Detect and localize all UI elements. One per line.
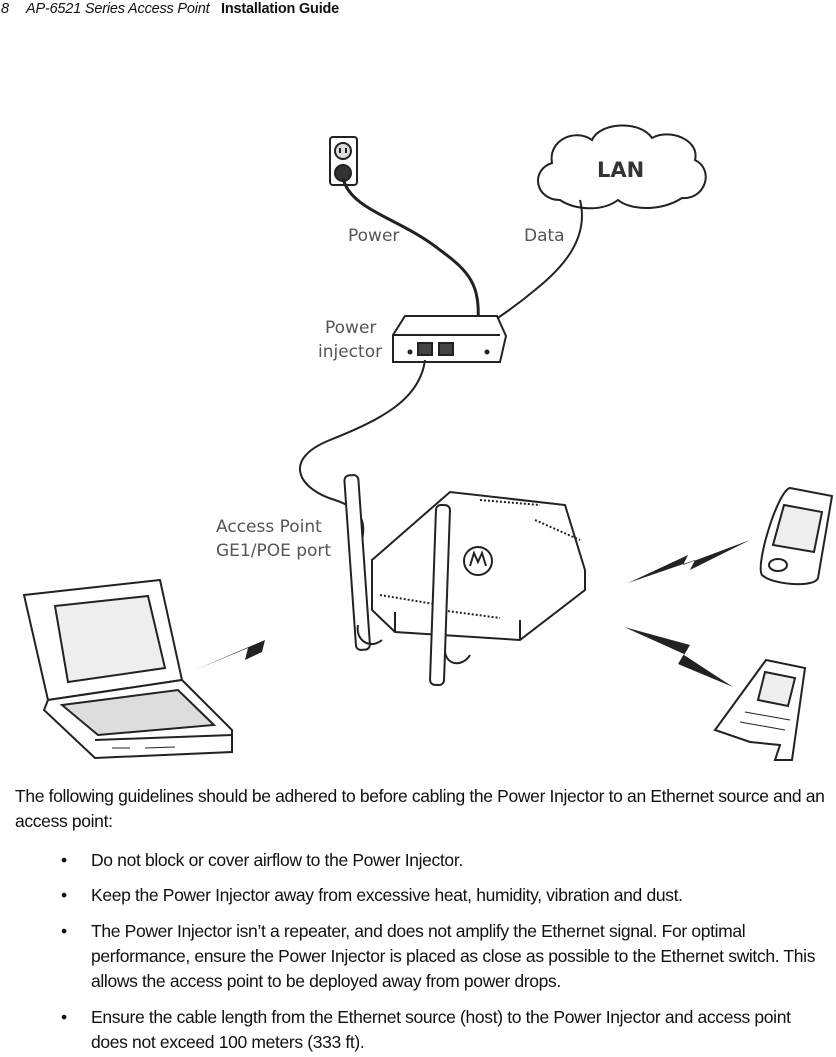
bullet-glyph: • xyxy=(61,1007,67,1027)
list-item-text: Ensure the cable length from the Etherne… xyxy=(91,1007,791,1052)
power-injector-label-line2: injector xyxy=(318,342,382,362)
wireless-signal-icon-pda xyxy=(628,540,750,583)
list-item-text: Keep the Power Injector away from excess… xyxy=(91,885,683,905)
pda-icon xyxy=(759,486,834,586)
list-item-text: The Power Injector isn’t a repeater, and… xyxy=(91,921,816,991)
lan-cloud-icon xyxy=(537,124,707,210)
ap-cable xyxy=(298,359,426,541)
laptop-icon xyxy=(22,578,233,760)
power-injector-label-line1: Power xyxy=(325,318,376,338)
lan-label: LAN xyxy=(597,158,644,182)
installation-diagram: LAN Power Data Power injector Access Poi… xyxy=(22,124,834,761)
ap-port-label-line1: Access Point xyxy=(216,517,322,537)
intro-paragraph: The following guidelines should be adher… xyxy=(15,786,825,831)
power-injector-icon xyxy=(392,315,508,363)
handheld-scanner-icon xyxy=(713,658,807,761)
bullet-glyph: • xyxy=(61,885,67,905)
wall-outlet-icon xyxy=(329,136,358,186)
page-header: 8 AP-6521 Series Access Point Installati… xyxy=(0,0,836,20)
access-point-icon xyxy=(343,474,587,687)
bullet-glyph: • xyxy=(61,850,67,870)
ap-port-label-line2: GE1/POE port xyxy=(216,541,331,561)
data-label: Data xyxy=(524,226,565,246)
wireless-signal-icon-laptop xyxy=(195,627,315,670)
list-item-text: Do not block or cover airflow to the Pow… xyxy=(91,850,463,870)
power-label: Power xyxy=(348,226,399,246)
header-series: AP-6521 Series Access Point xyxy=(26,1,210,17)
header-guide-title: Installation Guide xyxy=(221,1,340,17)
bullet-glyph: • xyxy=(61,921,67,941)
wireless-signal-icon-scanner xyxy=(624,627,733,687)
power-cable xyxy=(341,177,480,323)
page-number: 8 xyxy=(1,1,10,17)
